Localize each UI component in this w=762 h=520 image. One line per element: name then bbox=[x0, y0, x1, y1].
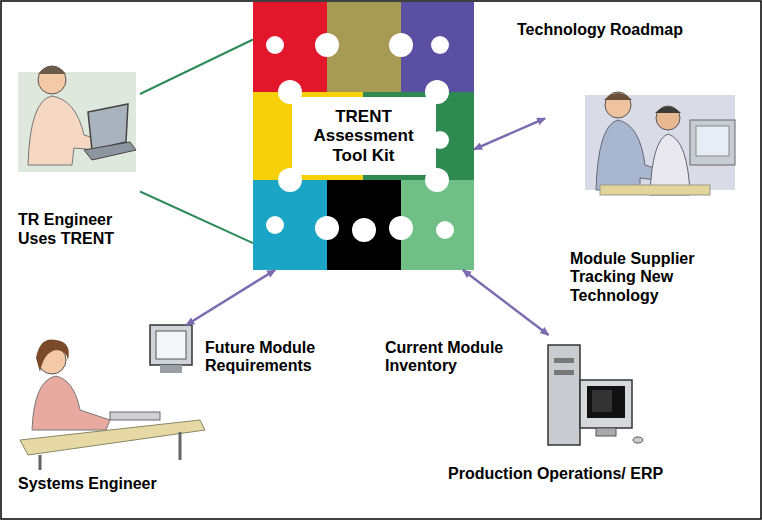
edge-label: Current Module Inventory bbox=[383, 338, 522, 377]
edge-label: Future Module Requirements bbox=[203, 338, 337, 377]
node-text: Module Supplier Tracking New Technology bbox=[570, 250, 730, 305]
systems-engineer-figure bbox=[20, 325, 205, 470]
node-text: Production Operations/ ERP bbox=[448, 465, 748, 483]
tr-engineer-figure bbox=[18, 66, 136, 172]
puzzle bbox=[253, 2, 474, 270]
toolkit-box: TRENT Assessment Tool Kit bbox=[253, 2, 474, 270]
double-arrow bbox=[474, 118, 545, 149]
node-text: Systems Engineer bbox=[18, 475, 215, 493]
zoom-line bbox=[140, 40, 253, 244]
double-arrow bbox=[463, 270, 549, 335]
node-text: TR Engineer Uses TRENT bbox=[18, 211, 136, 248]
systems-engineer-node: Systems Engineer bbox=[10, 325, 215, 495]
production-computer bbox=[548, 345, 643, 445]
tr-engineer-node: TR Engineer Uses TRENT bbox=[8, 55, 140, 250]
module-supplier-node: Module Supplier Tracking New Technology bbox=[545, 85, 753, 307]
edge-label: Technology Roadmap bbox=[515, 20, 685, 40]
module-supplier-figure bbox=[585, 92, 735, 195]
double-arrow bbox=[186, 270, 275, 325]
node-text: TRENT Assessment Tool Kit bbox=[292, 97, 436, 176]
